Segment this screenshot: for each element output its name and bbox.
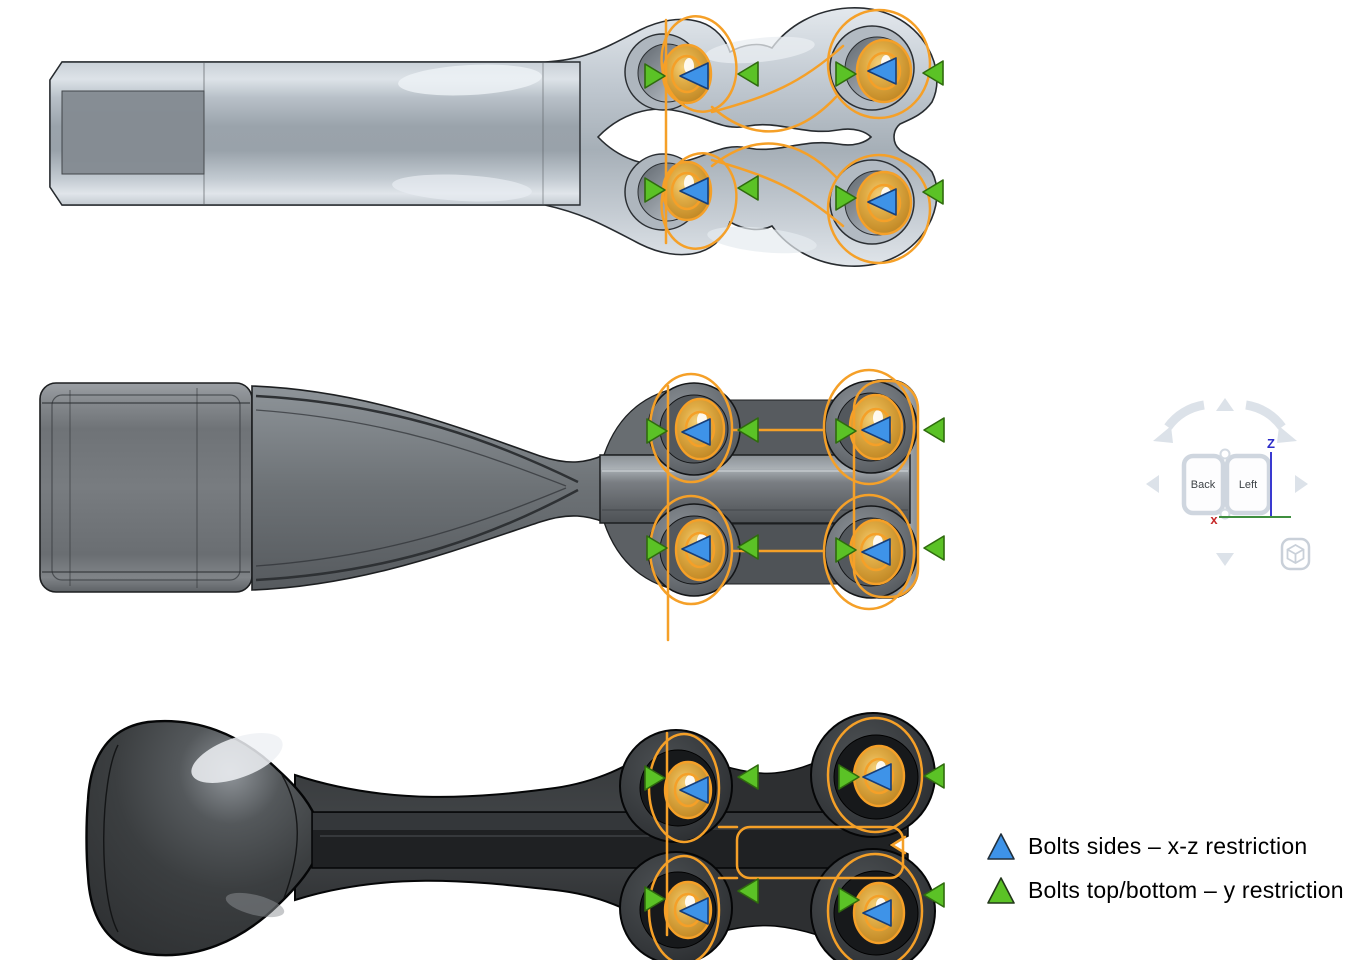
iso-view-button[interactable] xyxy=(1280,537,1311,571)
view-cube-back-label: Back xyxy=(1191,479,1216,491)
view-cube-face-left[interactable] xyxy=(1224,453,1272,516)
restriction-marker-green xyxy=(838,887,860,913)
restriction-marker-green xyxy=(646,535,668,561)
legend: Bolts sides – x-z restriction Bolts top/… xyxy=(986,831,1344,919)
restriction-marker-blue xyxy=(681,418,711,446)
rotate-down-arrow[interactable] xyxy=(1216,553,1234,566)
restriction-marker-green xyxy=(737,534,759,560)
roll-cw-arrowhead[interactable] xyxy=(1277,426,1297,443)
legend-label: Bolts top/bottom – y restriction xyxy=(1028,877,1344,903)
side-view-model[interactable] xyxy=(39,368,920,642)
roll-ccw-arrowhead[interactable] xyxy=(1153,426,1173,443)
view-cube-arrows xyxy=(1146,398,1308,566)
restriction-marker-green xyxy=(835,61,857,87)
restriction-marker-green xyxy=(923,763,945,789)
restriction-marker-blue xyxy=(679,776,709,804)
restriction-marker-blue xyxy=(867,57,897,85)
restriction-marker-green xyxy=(923,417,945,443)
top-view-model[interactable] xyxy=(49,7,938,267)
green-triangle-icon xyxy=(987,877,1015,904)
restriction-marker-green xyxy=(737,175,759,201)
restriction-marker-green xyxy=(644,177,666,203)
blue-triangle-icon xyxy=(987,833,1015,860)
restriction-marker-blue xyxy=(862,763,892,791)
x-axis-label: x xyxy=(1210,512,1218,527)
restriction-marker-green xyxy=(835,537,857,563)
restriction-marker-green xyxy=(737,61,759,87)
legend-item-bolts-sides: Bolts sides – x-z restriction xyxy=(986,831,1344,862)
view-cube-left-label: Left xyxy=(1239,479,1257,491)
legend-item-bolts-top-bottom: Bolts top/bottom – y restriction xyxy=(986,875,1344,906)
restriction-marker-green xyxy=(923,535,945,561)
restriction-marker-green xyxy=(646,418,668,444)
restriction-marker-green xyxy=(838,764,860,790)
view-cube-edge-grip[interactable] xyxy=(1219,448,1231,460)
restriction-marker-green xyxy=(737,764,759,790)
restriction-marker-blue xyxy=(679,62,709,90)
restriction-marker-green xyxy=(737,417,759,443)
top-view-selection-outline xyxy=(660,8,932,265)
roll-ccw-arrow[interactable] xyxy=(1164,400,1205,430)
restriction-marker-green xyxy=(644,765,666,791)
restriction-markers-layer xyxy=(644,57,945,927)
restriction-marker-blue xyxy=(679,177,709,205)
cube-icon xyxy=(1286,543,1305,565)
restriction-marker-blue xyxy=(679,897,709,925)
z-axis-label: Z xyxy=(1267,436,1275,451)
roll-cw-arrow[interactable] xyxy=(1245,400,1286,430)
restriction-marker-green xyxy=(644,63,666,89)
rotate-left-arrow[interactable] xyxy=(1146,475,1159,493)
legend-label: Bolts sides – x-z restriction xyxy=(1028,833,1308,859)
restriction-marker-green xyxy=(644,886,666,912)
restriction-marker-green xyxy=(922,60,944,86)
restriction-marker-green xyxy=(835,185,857,211)
bottom-view-selection-outline xyxy=(647,716,924,960)
restriction-marker-blue xyxy=(861,538,891,566)
restriction-marker-blue xyxy=(681,535,711,563)
restriction-marker-green xyxy=(922,179,944,205)
view-cube-face-back[interactable] xyxy=(1181,453,1226,516)
rotate-up-arrow[interactable] xyxy=(1216,398,1234,411)
restriction-marker-blue xyxy=(861,416,891,444)
axis-triad: Z x xyxy=(1210,436,1291,527)
bottom-view-model[interactable] xyxy=(85,712,941,960)
restriction-marker-green xyxy=(737,878,759,904)
right-notch xyxy=(896,832,940,858)
view-cube-widget: Back Left Z x xyxy=(1146,398,1311,571)
restriction-marker-green xyxy=(835,418,857,444)
rotate-right-arrow[interactable] xyxy=(1295,475,1308,493)
restriction-marker-green xyxy=(923,882,945,908)
restriction-marker-blue xyxy=(862,899,892,927)
restriction-marker-blue xyxy=(867,188,897,216)
